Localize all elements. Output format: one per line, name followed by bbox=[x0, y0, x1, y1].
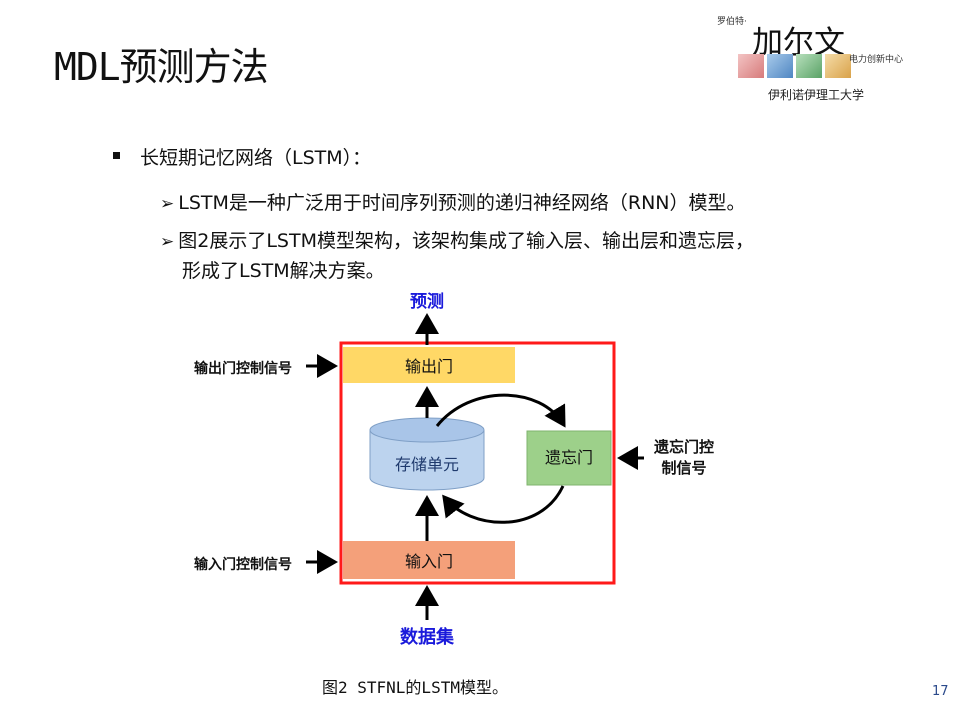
logo-tile-icon bbox=[767, 54, 793, 78]
logo-university: 伊利诺伊理工大学 bbox=[768, 88, 865, 102]
memory-cell-cylinder bbox=[369, 417, 485, 491]
logo-tile-icon bbox=[796, 54, 822, 78]
logo-tile-icon bbox=[738, 54, 764, 78]
arrow-forget-to-cell bbox=[442, 485, 565, 524]
output-gate-label: 输出门 bbox=[405, 357, 453, 376]
bullet-sub-2: ➢图2展示了LSTM模型架构，该架构集成了输入层、输出层和遗忘层， bbox=[160, 226, 754, 253]
figure-caption: 图2 STFNL的LSTM模型。 bbox=[322, 678, 508, 697]
bullet-main: 长短期记忆网络（LSTM）： bbox=[140, 147, 372, 169]
bullet-sub-2-continued: 形成了LSTM解决方案。 bbox=[182, 260, 385, 282]
lstm-frame bbox=[339, 341, 616, 585]
arrow-cell-to-forget bbox=[435, 393, 566, 428]
bullet-sub-1: ➢LSTM是一种广泛用于时间序列预测的递归神经网络（RNN）模型。 bbox=[160, 188, 746, 215]
memory-cell-label: 存储单元 bbox=[395, 455, 459, 474]
logo-small-text: 罗伯特· bbox=[717, 17, 747, 27]
bullet-sub-1-text: LSTM是一种广泛用于时间序列预测的递归神经网络（RNN）模型。 bbox=[178, 192, 746, 214]
page-number: 17 bbox=[932, 684, 949, 699]
bullet-square-icon bbox=[113, 152, 120, 159]
prediction-label: 预测 bbox=[410, 291, 444, 312]
forget-signal-label-line2: 制信号 bbox=[661, 459, 706, 477]
logo-tile-icon bbox=[825, 54, 851, 78]
forget-gate-box bbox=[526, 430, 612, 486]
logo-tiles bbox=[738, 54, 851, 78]
input-gate-box bbox=[343, 541, 515, 579]
output-signal-label: 输出门控制信号 bbox=[194, 360, 292, 377]
arrow-bullet-icon: ➢ bbox=[160, 194, 175, 214]
bullet-sub-2-text: 图2展示了LSTM模型架构，该架构集成了输入层、输出层和遗忘层， bbox=[178, 230, 754, 252]
dataset-label: 数据集 bbox=[400, 626, 455, 648]
logo-sub-text: 电力创新中心 bbox=[849, 55, 904, 65]
input-gate-label: 输入门 bbox=[405, 552, 453, 571]
input-signal-label: 输入门控制信号 bbox=[194, 556, 292, 573]
output-gate-box bbox=[343, 347, 515, 383]
slide-title: MDL预测方法 bbox=[54, 45, 269, 89]
forget-signal-label-line1: 遗忘门控 bbox=[653, 438, 714, 456]
forget-gate-label: 遗忘门 bbox=[545, 448, 593, 467]
arrow-bullet-icon: ➢ bbox=[160, 232, 175, 252]
